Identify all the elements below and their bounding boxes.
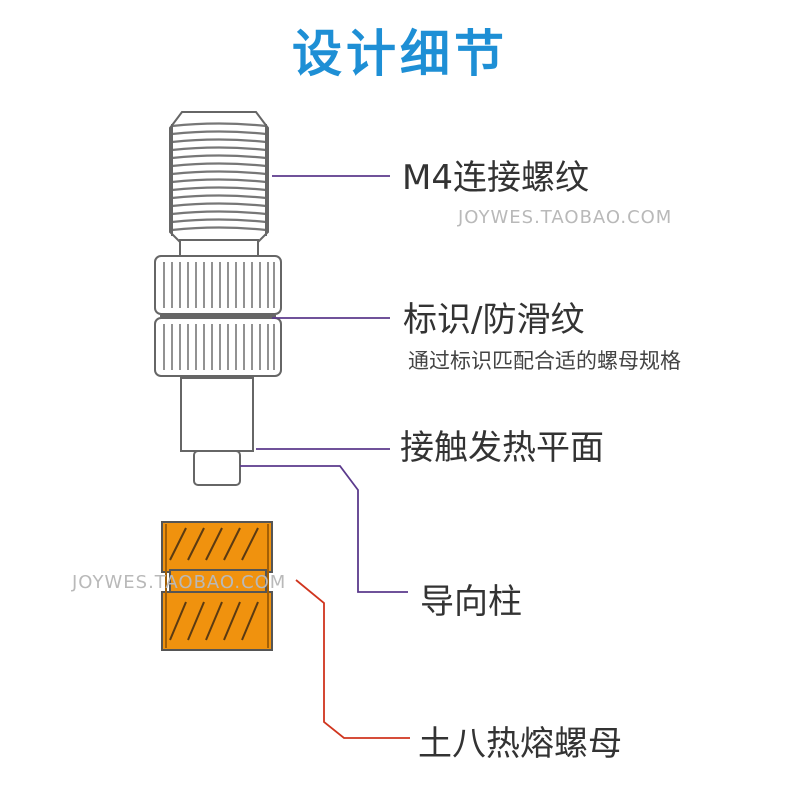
heating-face <box>180 377 254 452</box>
brass-insert-nut <box>161 521 273 651</box>
leader-guide <box>240 465 408 593</box>
guide-pin <box>193 450 241 486</box>
watermark-left: JOYWES.TAOBAO.COM <box>72 572 287 593</box>
label-knurl: 标识/防滑纹 <box>403 300 585 340</box>
label-guide: 导向柱 <box>420 582 522 622</box>
thread-lines <box>171 122 267 232</box>
label-knurl-sub: 通过标识匹配合适的螺母规格 <box>408 349 681 373</box>
leader-nut <box>295 579 410 739</box>
label-flat: 接触发热平面 <box>400 428 604 468</box>
thread-section <box>169 111 269 245</box>
label-thread: M4连接螺纹 <box>402 158 589 198</box>
label-nut: 土八热熔螺母 <box>418 724 622 764</box>
watermark-right: JOYWES.TAOBAO.COM <box>458 207 673 228</box>
knurled-section <box>154 255 282 377</box>
page-title: 设计细节 <box>292 25 508 83</box>
